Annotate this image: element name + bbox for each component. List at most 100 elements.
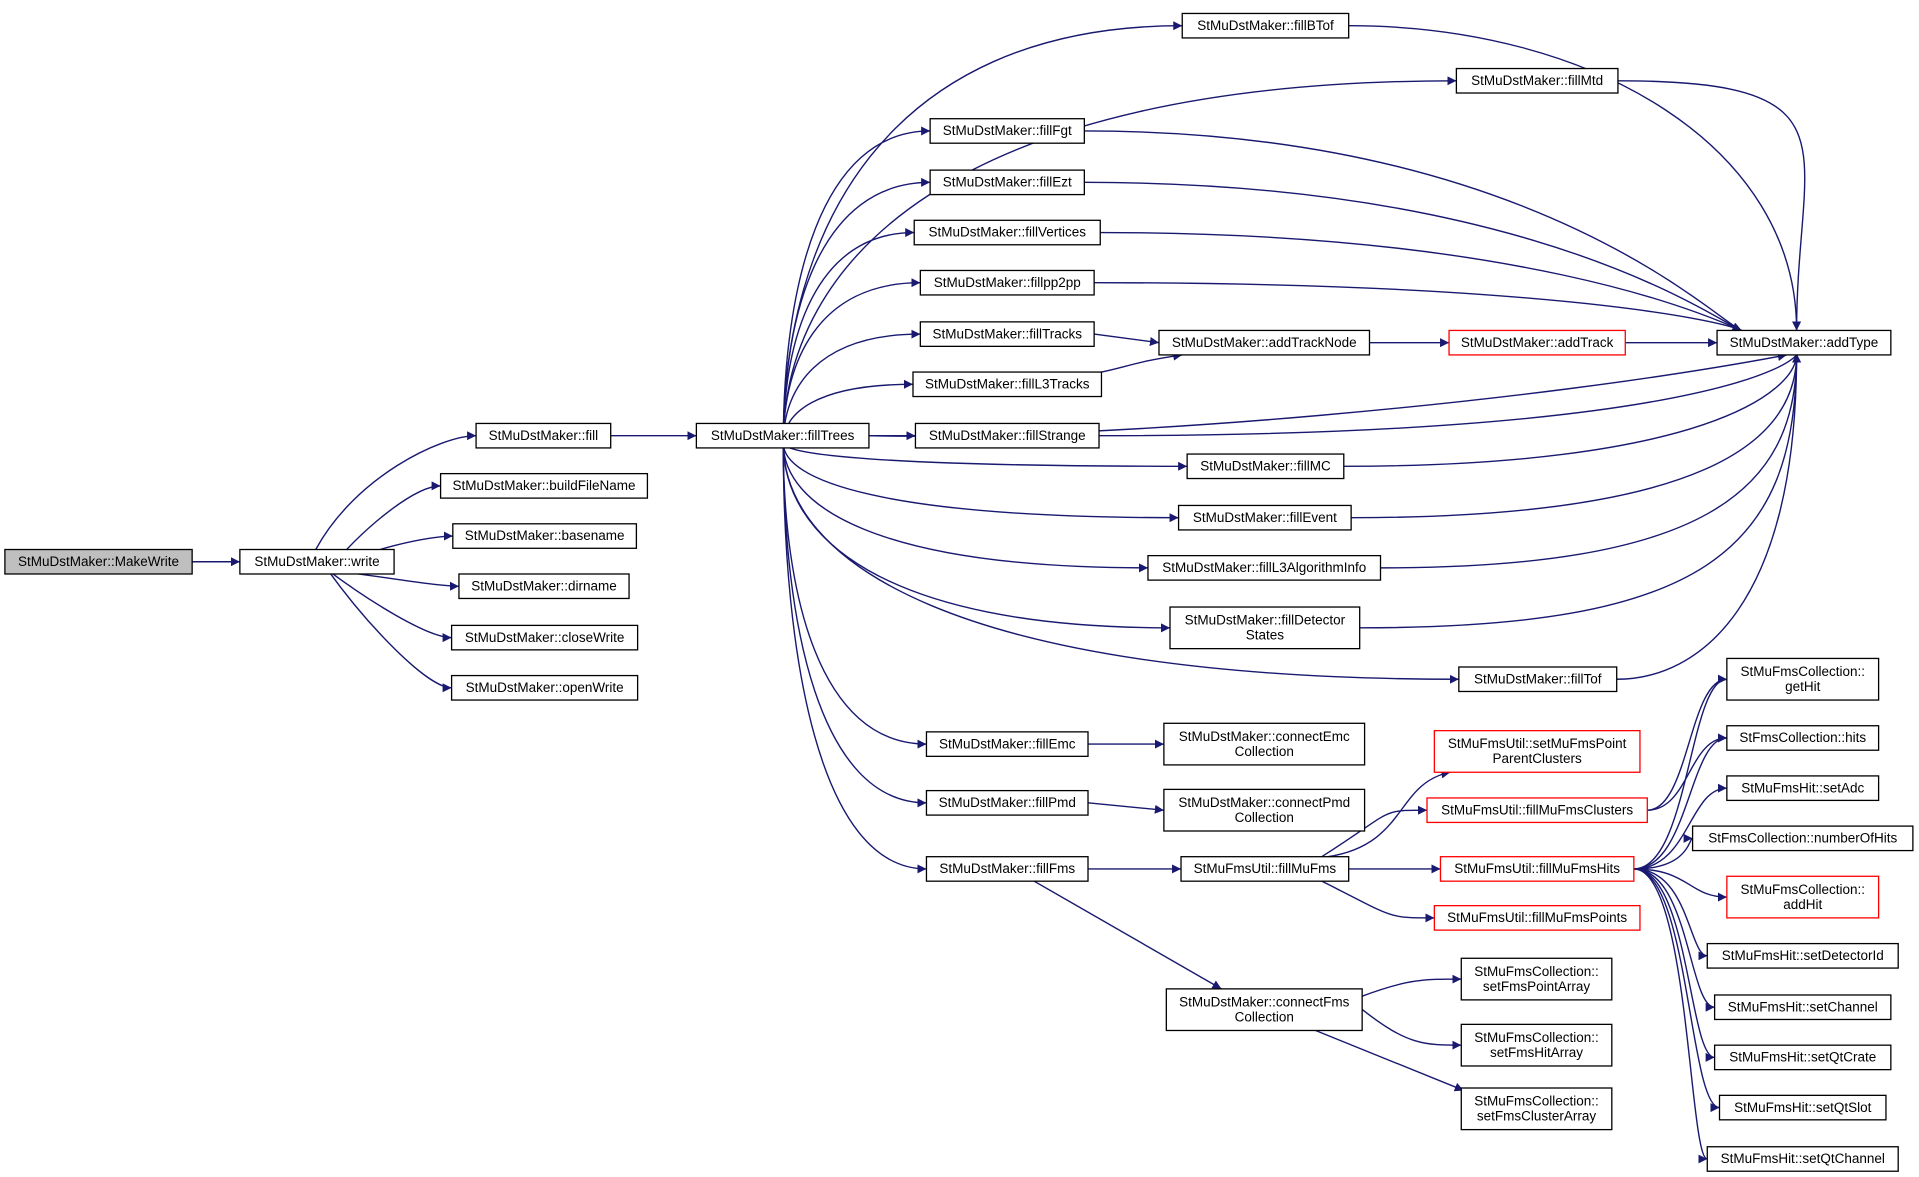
node-makewrite[interactable]: StMuDstMaker::MakeWrite bbox=[4, 548, 193, 575]
node-box[interactable] bbox=[1460, 1087, 1613, 1131]
node-box[interactable] bbox=[1163, 722, 1366, 766]
node-box[interactable] bbox=[1460, 1023, 1613, 1067]
node-fillEvent[interactable]: StMuDstMaker::fillEvent bbox=[1177, 504, 1352, 531]
node-box[interactable] bbox=[1158, 329, 1371, 356]
node-fillMuFms[interactable]: StMuFmsUtil::fillMuFms bbox=[1180, 856, 1350, 882]
node-box[interactable] bbox=[925, 789, 1089, 816]
node-fillL3AlgorithmInfo[interactable]: StMuDstMaker::fillL3AlgorithmInfo bbox=[1147, 554, 1382, 581]
node-box[interactable] bbox=[1448, 329, 1626, 356]
node-hits[interactable]: StFmsCollection::hits bbox=[1726, 725, 1880, 751]
node-box[interactable] bbox=[1177, 504, 1352, 531]
node-setDetectorId[interactable]: StMuFmsHit::setDetectorId bbox=[1706, 942, 1899, 969]
node-box[interactable] bbox=[1706, 1146, 1899, 1172]
node-fillPmd[interactable]: StMuDstMaker::fillPmd bbox=[925, 789, 1089, 816]
node-box[interactable] bbox=[1455, 67, 1619, 94]
node-box[interactable] bbox=[475, 422, 612, 449]
node-box[interactable] bbox=[452, 523, 638, 549]
node-setAdc[interactable]: StMuFmsHit::setAdc bbox=[1726, 775, 1880, 802]
node-box[interactable] bbox=[1180, 856, 1350, 882]
node-box[interactable] bbox=[925, 731, 1089, 757]
node-fillEmc[interactable]: StMuDstMaker::fillEmc bbox=[925, 731, 1089, 757]
node-box[interactable] bbox=[1460, 957, 1613, 1001]
node-closeWrite[interactable]: StMuDstMaker::closeWrite bbox=[450, 624, 639, 651]
node-box[interactable] bbox=[1718, 1094, 1887, 1121]
node-basename[interactable]: StMuDstMaker::basename bbox=[452, 523, 638, 549]
node-box[interactable] bbox=[1716, 329, 1892, 356]
node-setChannel[interactable]: StMuFmsHit::setChannel bbox=[1713, 994, 1892, 1021]
node-getHit[interactable]: StMuFmsCollection::getHit bbox=[1726, 657, 1880, 701]
node-box[interactable] bbox=[450, 624, 639, 651]
node-setQtSlot[interactable]: StMuFmsHit::setQtSlot bbox=[1718, 1094, 1887, 1121]
node-box[interactable] bbox=[1713, 994, 1892, 1021]
node-fillMuFmsHits[interactable]: StMuFmsUtil::fillMuFmsHits bbox=[1439, 856, 1635, 882]
node-box[interactable] bbox=[239, 548, 395, 575]
node-box[interactable] bbox=[1433, 905, 1641, 931]
node-box[interactable] bbox=[1165, 988, 1363, 1032]
node-box[interactable] bbox=[914, 422, 1100, 449]
node-fillEzt[interactable]: StMuDstMaker::fillEzt bbox=[929, 169, 1085, 196]
node-box[interactable] bbox=[1439, 856, 1635, 882]
node-box[interactable] bbox=[450, 674, 639, 701]
node-fillMtd[interactable]: StMuDstMaker::fillMtd bbox=[1455, 67, 1619, 94]
node-setQtChannel[interactable]: StMuFmsHit::setQtChannel bbox=[1706, 1146, 1899, 1172]
node-write[interactable]: StMuDstMaker::write bbox=[239, 548, 395, 575]
node-setQtCrate[interactable]: StMuFmsHit::setQtCrate bbox=[1713, 1044, 1892, 1071]
node-box[interactable] bbox=[1713, 1044, 1892, 1071]
node-fillTrees[interactable]: StMuDstMaker::fillTrees bbox=[695, 422, 870, 449]
node-addType[interactable]: StMuDstMaker::addType bbox=[1716, 329, 1892, 356]
node-fillMC[interactable]: StMuDstMaker::fillMC bbox=[1186, 453, 1345, 480]
node-fillMuFmsClusters[interactable]: StMuFmsUtil::fillMuFmsClusters bbox=[1426, 797, 1648, 824]
node-fillVertices[interactable]: StMuDstMaker::fillVertices bbox=[913, 219, 1101, 246]
node-box[interactable] bbox=[1169, 606, 1361, 650]
node-box[interactable] bbox=[1458, 666, 1618, 693]
node-dirname[interactable]: StMuDstMaker::dirname bbox=[458, 573, 630, 600]
node-box[interactable] bbox=[913, 219, 1101, 246]
node-addTrackNode[interactable]: StMuDstMaker::addTrackNode bbox=[1158, 329, 1371, 356]
node-box[interactable] bbox=[919, 269, 1095, 296]
node-box[interactable] bbox=[929, 169, 1085, 196]
node-box[interactable] bbox=[929, 118, 1085, 144]
node-box[interactable] bbox=[458, 573, 630, 600]
node-box[interactable] bbox=[919, 321, 1095, 348]
node-openWrite[interactable]: StMuDstMaker::openWrite bbox=[450, 674, 639, 701]
node-box[interactable] bbox=[4, 548, 193, 575]
node-box[interactable] bbox=[912, 371, 1103, 398]
node-setFmsHitArray[interactable]: StMuFmsCollection::setFmsHitArray bbox=[1460, 1023, 1613, 1067]
node-box[interactable] bbox=[1433, 729, 1641, 773]
node-addTrack[interactable]: StMuDstMaker::addTrack bbox=[1448, 329, 1626, 356]
node-buildFileName[interactable]: StMuDstMaker::buildFileName bbox=[439, 472, 649, 499]
node-numberOfHits[interactable]: StFmsCollection::numberOfHits bbox=[1691, 825, 1914, 852]
node-fill[interactable]: StMuDstMaker::fill bbox=[475, 422, 612, 449]
node-box[interactable] bbox=[1726, 725, 1880, 751]
node-setFmsClusterArray[interactable]: StMuFmsCollection::setFmsClusterArray bbox=[1460, 1087, 1613, 1131]
node-box[interactable] bbox=[1426, 797, 1648, 824]
node-fillFms[interactable]: StMuDstMaker::fillFms bbox=[925, 856, 1089, 882]
node-box[interactable] bbox=[1186, 453, 1345, 480]
node-box[interactable] bbox=[1181, 12, 1350, 39]
node-box[interactable] bbox=[1691, 825, 1914, 852]
node-box[interactable] bbox=[1147, 554, 1382, 581]
node-box[interactable] bbox=[1726, 775, 1880, 802]
node-box[interactable] bbox=[1163, 788, 1366, 832]
node-fillMuFmsPoints[interactable]: StMuFmsUtil::fillMuFmsPoints bbox=[1433, 905, 1641, 931]
node-fillFgt[interactable]: StMuDstMaker::fillFgt bbox=[929, 118, 1085, 144]
node-fillpp2pp[interactable]: StMuDstMaker::fillpp2pp bbox=[919, 269, 1095, 296]
node-addHit[interactable]: StMuFmsCollection::addHit bbox=[1726, 875, 1880, 919]
node-setFmsPointArray[interactable]: StMuFmsCollection::setFmsPointArray bbox=[1460, 957, 1613, 1001]
node-box[interactable] bbox=[925, 856, 1089, 882]
node-fillBTof[interactable]: StMuDstMaker::fillBTof bbox=[1181, 12, 1350, 39]
node-fillStrange[interactable]: StMuDstMaker::fillStrange bbox=[914, 422, 1100, 449]
node-fillL3Tracks[interactable]: StMuDstMaker::fillL3Tracks bbox=[912, 371, 1103, 398]
node-fillTracks[interactable]: StMuDstMaker::fillTracks bbox=[919, 321, 1095, 348]
node-fillTof[interactable]: StMuDstMaker::fillTof bbox=[1458, 666, 1618, 693]
node-box[interactable] bbox=[1726, 875, 1880, 919]
node-box[interactable] bbox=[695, 422, 870, 449]
node-box[interactable] bbox=[1726, 657, 1880, 701]
node-box[interactable] bbox=[439, 472, 649, 499]
node-box[interactable] bbox=[1706, 942, 1899, 969]
